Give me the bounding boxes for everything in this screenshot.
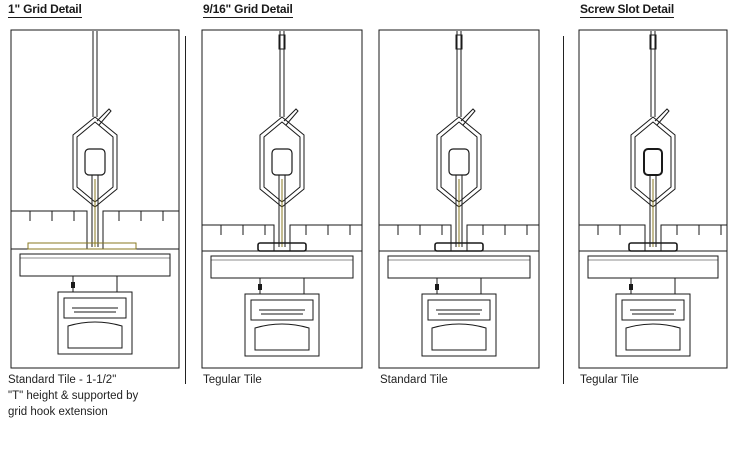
extrusion-lens [625,323,681,351]
panel-3-drawing [378,29,540,369]
caption-line: Tegular Tile [203,374,262,386]
extrusion-profile [421,293,497,357]
divider-1 [185,36,186,384]
caption-line: grid hook extension [8,406,108,418]
fixture-housing [210,255,354,279]
ceiling-tile-right [660,224,728,252]
extrusion-channel [250,299,314,321]
extrusion-channel [63,297,127,319]
hook-tab [96,108,112,126]
ceiling-tile-right [466,224,540,252]
ceiling-tile-left [578,224,646,252]
extrusion-profile [57,291,133,355]
fixture-housing [19,253,171,277]
connector-box [84,148,106,176]
drop-bolt [71,282,75,288]
extrusion-channel [427,299,491,321]
ceiling-tile-left [201,224,275,252]
panel-1-drawing [10,29,180,369]
divider-2 [563,36,564,384]
caption-panel-1: Standard Tile - 1-1/2" "T" height & supp… [8,372,178,420]
hook-tab [460,108,476,126]
panel-frame [10,29,180,369]
drop-bolt [629,284,633,290]
hook-tab [283,108,299,126]
caption-panel-3: Standard Tile [380,372,550,388]
caption-panel-2: Tegular Tile [203,372,373,388]
hook-tab [654,108,670,126]
extrusion-channel [621,299,685,321]
connector-box [643,148,663,176]
extrusion-lens [431,323,487,351]
panel-frame [378,29,540,369]
connector-box [271,148,293,176]
caption-line: Standard Tile [380,374,448,386]
fixture-housing [387,255,531,279]
panel-frame [578,29,728,369]
connector-box [448,148,470,176]
drop-bolt [435,284,439,290]
extrusion-profile [615,293,691,357]
ceiling-tile-right [289,224,363,252]
ceiling-tile-left [378,224,452,252]
rod-cap [278,34,286,50]
section-title-1in-grid: 1" Grid Detail [8,2,82,18]
fixture-housing [587,255,719,279]
caption-line: Standard Tile - 1-1/2" [8,374,117,386]
extrusion-profile [244,293,320,357]
section-title-screw-slot: Screw Slot Detail [580,2,674,18]
caption-line: Tegular Tile [580,374,639,386]
section-title-9-16-grid: 9/16" Grid Detail [203,2,293,18]
drop-bolt [258,284,262,290]
caption-panel-4: Tegular Tile [580,372,733,388]
panel-4-drawing [578,29,728,369]
grid-flange [27,242,137,250]
rod-cap [455,34,463,50]
rod-cap [649,34,657,50]
caption-line: "T" height & supported by [8,390,139,402]
panel-frame [201,29,363,369]
extrusion-lens [67,321,123,349]
grid-flange [628,242,678,252]
extrusion-lens [254,323,310,351]
grid-flange [434,242,484,252]
grid-flange [257,242,307,252]
panel-2-drawing [201,29,363,369]
